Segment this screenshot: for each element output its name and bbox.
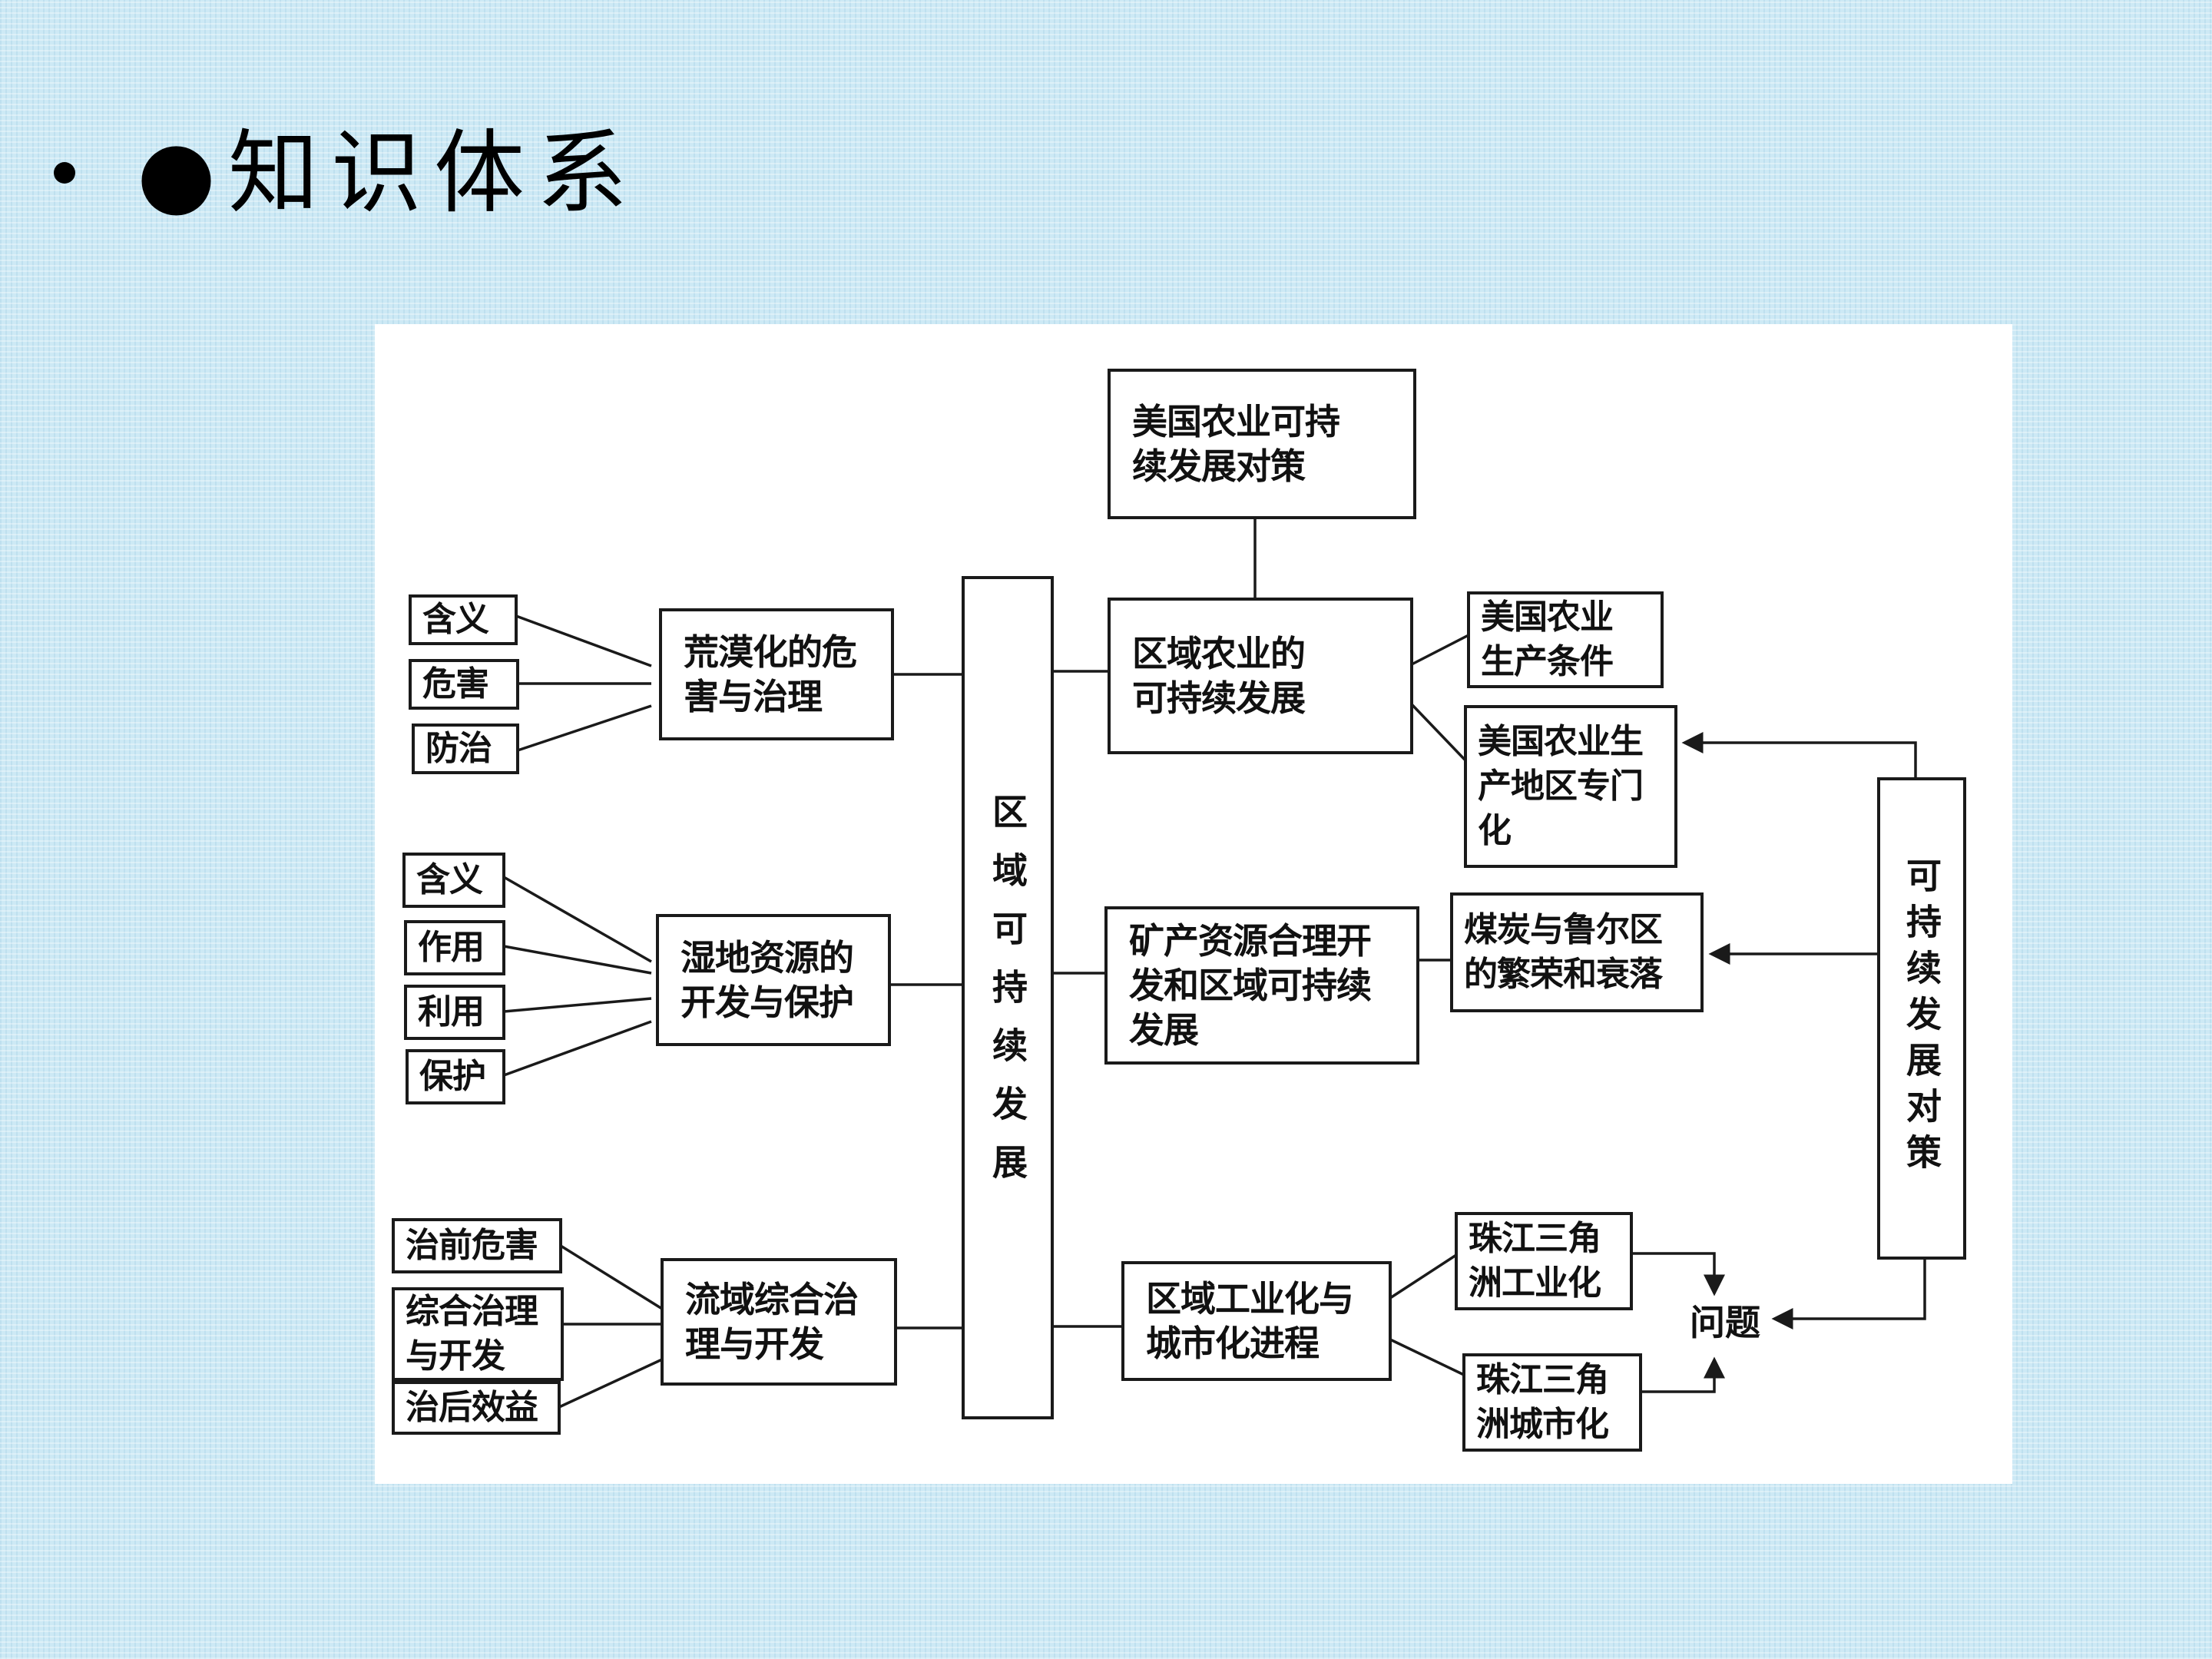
line-agri-conditions	[1411, 634, 1469, 666]
line-desert-prevention	[517, 704, 652, 752]
desert-topic-box: 荒漠化的危 害与治理	[659, 608, 894, 740]
wetland-item-protect-label: 保护	[419, 1057, 486, 1096]
industry-item-urbanization-label: 珠江三角 洲城市化	[1476, 1360, 1609, 1444]
river-topic-label: 流域综合治 理与开发	[685, 1279, 859, 1365]
agri-topic-box: 区域农业的 可持续发展	[1108, 598, 1413, 754]
wetland-item-protect: 保护	[406, 1049, 505, 1104]
line-river-after	[558, 1358, 663, 1409]
agri-top-box: 美国农业可持 续发展对策	[1108, 369, 1416, 519]
desert-item-harm-label: 危害	[422, 664, 489, 704]
desert-topic-label: 荒漠化的危 害与治理	[684, 631, 857, 717]
wetland-item-use-label: 利用	[418, 992, 485, 1031]
wetland-item-function-label: 作用	[418, 928, 485, 967]
desert-item-meaning-label: 含义	[422, 600, 489, 639]
river-item-before: 治前危害	[392, 1218, 562, 1273]
line-river-before	[560, 1244, 663, 1310]
bullet-dot	[54, 162, 75, 184]
desert-item-harm: 危害	[409, 659, 519, 710]
problem-label: 问题	[1690, 1302, 1760, 1343]
line-agri-specialization	[1410, 703, 1467, 762]
desert-item-prevention-label: 防治	[426, 729, 492, 768]
mineral-item-coal-label: 煤炭与鲁尔区 的繁荣和衰落	[1464, 910, 1663, 994]
industry-topic-box: 区域工业化与 城市化进程	[1121, 1261, 1392, 1381]
line-desert-meaning	[515, 614, 652, 667]
wetland-topic-label: 湿地资源的 开发与保护	[680, 937, 854, 1023]
river-item-after: 治后效益	[392, 1381, 561, 1435]
wetland-item-meaning-label: 含义	[416, 860, 483, 899]
arrow-urbanization-to-problem	[1641, 1356, 1725, 1393]
wetland-item-function: 作用	[404, 920, 505, 975]
industry-item-urbanization: 珠江三角 洲城市化	[1462, 1353, 1642, 1452]
industry-item-industrialization-label: 珠江三角 洲工业化	[1469, 1219, 1601, 1303]
line-industry-to-urbanization-b	[1389, 1338, 1465, 1376]
wetland-item-meaning: 含义	[402, 853, 505, 908]
line-wetland-protect	[503, 1020, 652, 1077]
agri-top-label: 美国农业可持 续发展对策	[1132, 401, 1340, 487]
line-wetland-meaning	[503, 876, 652, 963]
line-wetland-function	[503, 945, 652, 975]
industry-item-industrialization: 珠江三角 洲工业化	[1455, 1212, 1633, 1310]
line-wetland-use	[503, 997, 652, 1013]
arrow-industrialization-to-problem	[1631, 1252, 1725, 1296]
river-item-integrated-label: 综合治理 与开发	[406, 1292, 538, 1376]
mineral-item-coal: 煤炭与鲁尔区 的繁荣和衰落	[1450, 892, 1704, 1012]
agri-item-conditions-label: 美国农业 生产条件	[1481, 598, 1614, 681]
wetland-item-use: 利用	[404, 985, 505, 1040]
strategy-box: 可持续发展对策	[1877, 777, 1966, 1260]
line-industry-to-urbanization-a	[1389, 1253, 1457, 1300]
agri-item-specialization: 美国农业生 产地区专门 化	[1464, 705, 1677, 868]
arrow-strategy-to-problem	[1771, 1260, 1926, 1330]
connector-layer	[503, 518, 1926, 1409]
agri-item-specialization-label: 美国农业生 产地区专门 化	[1478, 722, 1644, 850]
desert-item-prevention: 防治	[412, 724, 519, 774]
river-item-integrated: 综合治理 与开发	[392, 1287, 564, 1381]
wetland-topic-box: 湿地资源的 开发与保护	[656, 914, 891, 1046]
title-text: ●知识体系	[137, 120, 640, 226]
mineral-topic-label: 矿产资源合理开 发和区域可持续 发展	[1129, 920, 1372, 1051]
diagram-panel: 区域可持续发展 荒漠化的危 害与治理 含义 危害 防治 湿地资源的 开发与保护 …	[375, 324, 2012, 1484]
center-box: 区域可持续发展	[962, 576, 1054, 1419]
agri-item-conditions: 美国农业 生产条件	[1467, 591, 1664, 688]
strategy-label: 可持续发展对策	[1901, 857, 1942, 1180]
river-topic-box: 流域综合治 理与开发	[661, 1258, 897, 1386]
river-item-after-label: 治后效益	[406, 1388, 538, 1427]
desert-item-meaning: 含义	[409, 594, 518, 645]
slide-title: ●知识体系	[54, 115, 640, 230]
river-item-before-label: 治前危害	[406, 1226, 538, 1265]
mineral-topic-box: 矿产资源合理开 发和区域可持续 发展	[1104, 906, 1419, 1065]
center-label: 区域可持续发展	[987, 793, 1028, 1202]
arrow-strategy-to-specialization	[1681, 732, 1917, 777]
industry-topic-label: 区域工业化与 城市化进程	[1146, 1278, 1354, 1364]
agri-topic-label: 区域农业的 可持续发展	[1132, 633, 1306, 719]
